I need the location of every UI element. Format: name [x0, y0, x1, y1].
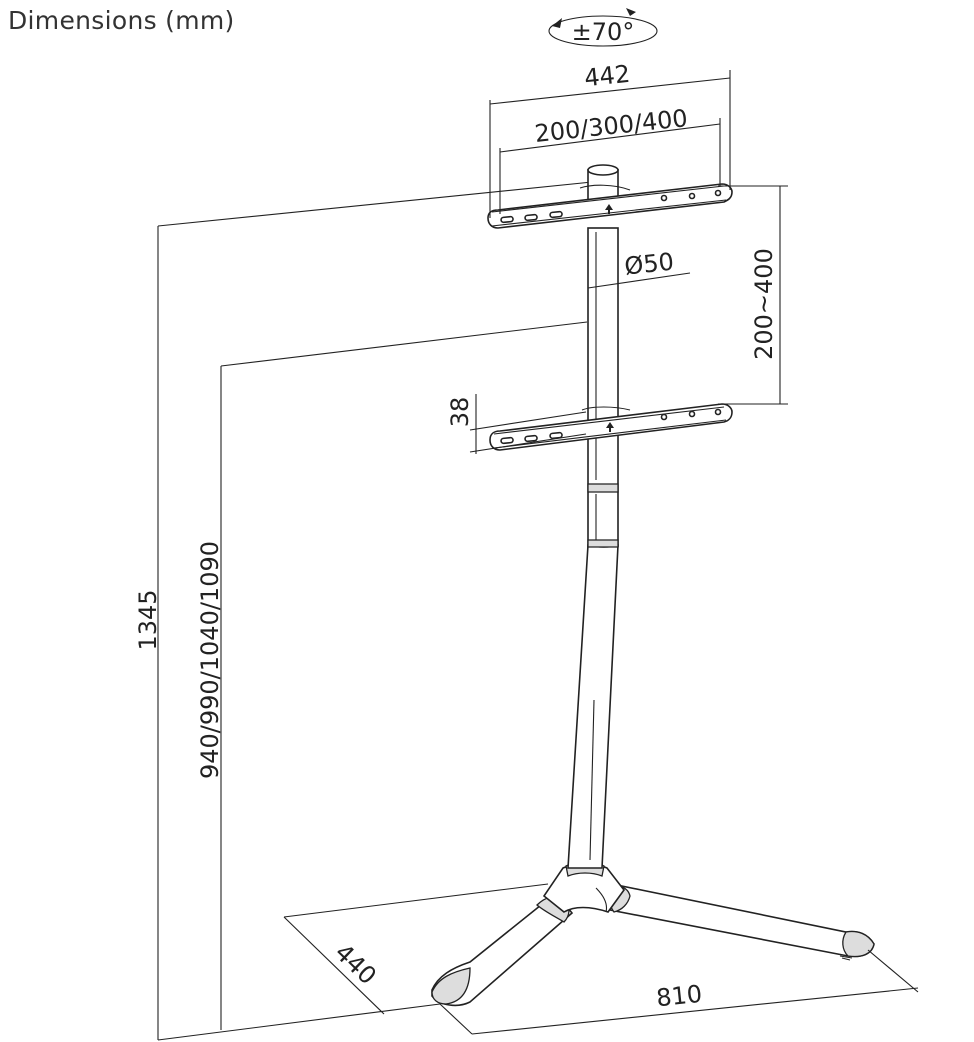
- dimension-labels: ±70° 442 200/300/400 Ø50 200~400 38 1345…: [134, 18, 778, 1012]
- bracket-width-label: 442: [583, 60, 631, 93]
- rotation-label: ±70°: [572, 18, 635, 46]
- center-height-label: 940/990/1040/1090: [196, 541, 224, 779]
- reference-planes: [157, 181, 593, 1041]
- base-width-label: 810: [655, 980, 703, 1013]
- lower-pole: [567, 544, 619, 869]
- bracket-spacing-label: 200~400: [750, 248, 778, 360]
- upper-pole: [579, 164, 631, 548]
- upper-bracket: [487, 183, 733, 229]
- vesa-pattern-label: 200/300/400: [533, 104, 689, 148]
- lower-bracket: [489, 403, 733, 451]
- dimension-lines: [283, 8, 919, 1035]
- total-height-label: 1345: [134, 589, 162, 650]
- bracket-height-label: 38: [446, 397, 474, 428]
- pole-diameter-label: Ø50: [623, 248, 675, 281]
- tripod-base: [431, 860, 875, 1007]
- base-depth-label: 440: [329, 938, 381, 990]
- page-title: Dimensions (mm): [8, 6, 235, 35]
